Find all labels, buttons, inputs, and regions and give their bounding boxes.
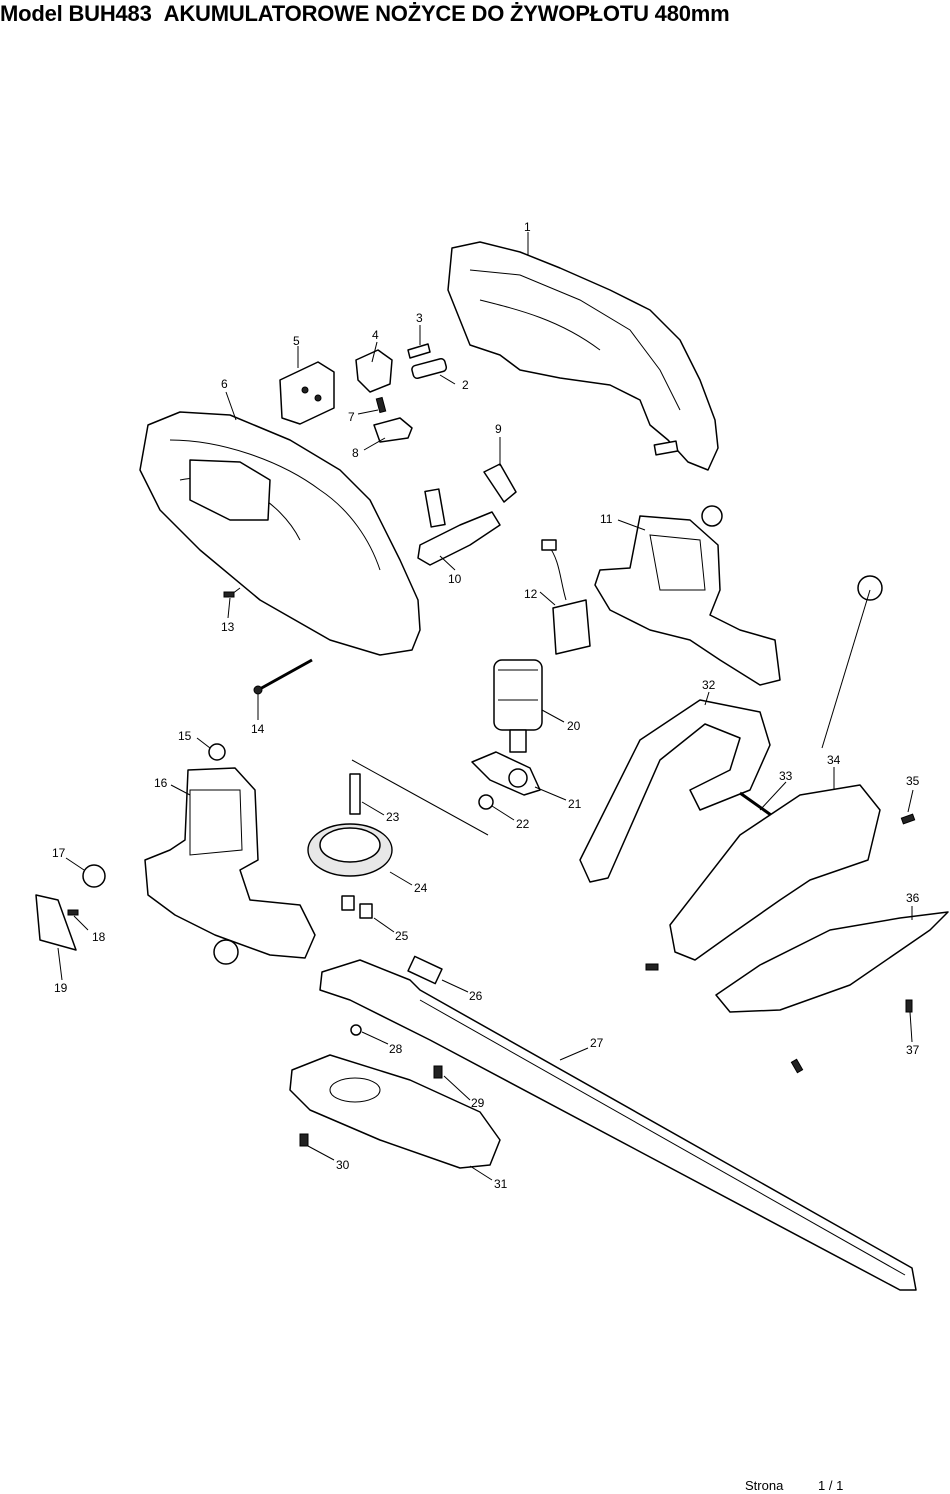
gear-cover-part — [289, 1024, 501, 1169]
part-label-16: 16 — [154, 776, 168, 790]
part-label-8: 8 — [352, 446, 359, 460]
part-label-2: 2 — [462, 378, 469, 392]
small-parts-2-3 — [407, 343, 448, 380]
part-label-5: 5 — [293, 334, 300, 348]
part-label-25: 25 — [395, 929, 409, 943]
part-label-18: 18 — [92, 930, 106, 944]
part-label-35: 35 — [906, 774, 920, 788]
part-label-33: 33 — [779, 769, 793, 783]
controller-part — [541, 539, 591, 655]
switch-parts-9-10 — [417, 463, 517, 566]
guard-parts-33-34-35 — [669, 784, 916, 961]
part-label-9: 9 — [495, 422, 502, 436]
part-label-15: 15 — [178, 729, 192, 743]
part-label-24: 24 — [414, 881, 428, 895]
part-label-14: 14 — [251, 722, 265, 736]
blade-guard-part — [645, 911, 949, 1074]
part-label-10: 10 — [448, 572, 462, 586]
housing-right-part — [447, 241, 719, 471]
part-label-22: 22 — [516, 817, 530, 831]
part-label-37: 37 — [906, 1043, 920, 1057]
screws-13-14 — [223, 587, 313, 695]
motor-housing-part — [594, 505, 883, 686]
part-label-13: 13 — [221, 620, 235, 634]
part-label-23: 23 — [386, 810, 400, 824]
part-label-3: 3 — [416, 311, 423, 325]
housing-left-part — [139, 411, 421, 656]
model-name: Model BUH483 — [0, 1, 152, 26]
switch-plate-part — [279, 361, 335, 425]
label-leaders — [57, 232, 914, 1181]
motor-bracket-part — [471, 751, 541, 810]
part-label-11: 11 — [600, 512, 613, 526]
part-label-31: 31 — [494, 1177, 508, 1191]
part-label-17: 17 — [52, 846, 66, 860]
part-label-34: 34 — [827, 753, 841, 767]
page-label: Strona — [745, 1478, 784, 1493]
part-label-26: 26 — [469, 989, 483, 1003]
gear-parts-23-24-25 — [307, 759, 489, 919]
blade-part — [319, 955, 917, 1291]
part-label-6: 6 — [221, 377, 228, 391]
part-label-21: 21 — [568, 797, 582, 811]
part-label-27: 27 — [590, 1036, 604, 1050]
part-label-19: 19 — [54, 981, 68, 995]
part-label-1: 1 — [524, 220, 531, 234]
page-title: Model BUH483 AKUMULATOROWE NOŻYCE DO ŻYWO… — [0, 1, 730, 27]
product-title: AKUMULATOROWE NOŻYCE DO ŻYWOPŁOTU 480mm — [163, 1, 730, 26]
gear-housing-part — [144, 743, 316, 965]
parts-17-18-19 — [35, 864, 106, 951]
part-label-4: 4 — [372, 328, 379, 342]
front-handle-part — [579, 699, 771, 883]
switch-parts-4-7-8 — [355, 349, 413, 443]
part-label-28: 28 — [389, 1042, 403, 1056]
part-label-29: 29 — [471, 1096, 485, 1110]
part-label-12: 12 — [524, 587, 538, 601]
part-label-7: 7 — [348, 410, 355, 424]
motor-part — [493, 659, 543, 753]
part-number-labels: 1 2 3 4 5 6 7 8 9 10 11 12 13 14 15 16 1… — [52, 220, 920, 1191]
part-label-30: 30 — [336, 1158, 350, 1172]
part-label-36: 36 — [906, 891, 920, 905]
page-number: 1 / 1 — [818, 1478, 844, 1493]
part-label-20: 20 — [567, 719, 581, 733]
part-label-32: 32 — [702, 678, 716, 692]
